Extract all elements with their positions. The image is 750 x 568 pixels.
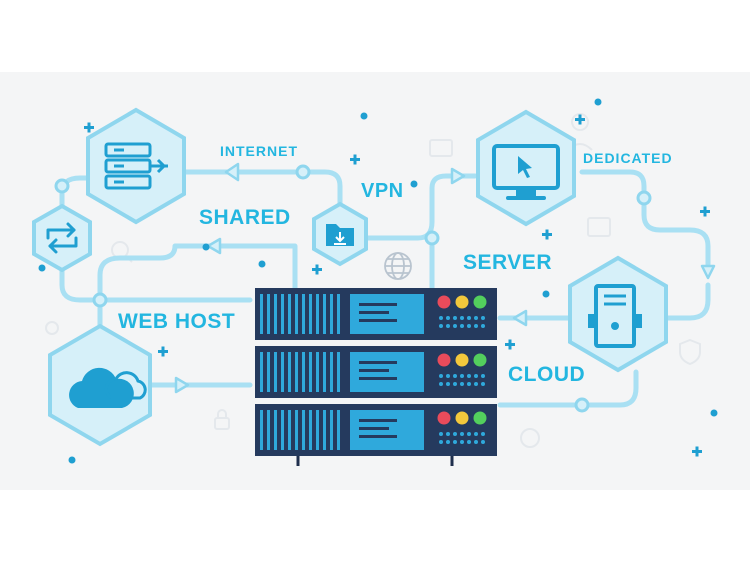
arrow-dedicated [450,167,466,185]
plus-mark [700,206,710,217]
rack-server [255,288,497,466]
node-vpn [424,230,440,246]
plus-mark [505,339,515,350]
hex-cloud [48,323,152,447]
line-nodes [54,164,652,413]
hex-tower [568,255,668,373]
faint-folder-icon [429,139,453,157]
cloud-icon [69,367,147,408]
arrow-tower [700,264,716,280]
plus-mark [575,114,585,125]
label-cloud: CLOUD [508,363,586,386]
label-shared: SHARED [199,206,291,229]
arrow-internet [224,162,240,182]
hex-sync [32,203,92,273]
node-internet [295,164,311,180]
plus-mark [692,446,702,457]
label-internet: INTERNET [220,143,298,159]
rack-unit [255,288,497,340]
line-dedicated [579,169,711,271]
plus-mark [542,229,552,240]
sparkles [38,98,718,464]
arrow-shared [206,237,222,255]
plus-mark [84,122,94,133]
rack-unit [255,346,497,398]
label-dedicated: DEDICATED [583,150,673,166]
line-shared [97,243,298,303]
line-sync-bottom [59,265,253,303]
label-vpn: VPN [361,180,404,202]
sync-arrows-icon [46,222,78,254]
line-cloud-right [497,369,639,408]
faint-bulb-icon [45,321,59,335]
plus-mark [312,264,322,275]
plus-mark [158,346,168,357]
arrow-rack [512,309,528,327]
node-cloud [574,397,590,413]
label-server: SERVER [463,251,552,274]
monitor-cursor-icon [492,144,560,200]
line-vpn-dedicated [357,173,478,241]
label-web-host: WEB HOST [118,310,236,333]
folder-download-icon [326,224,354,246]
arrow-cloud [174,376,190,394]
faint-gear-icon [520,428,540,448]
hex-dedicated [476,109,576,227]
faint-lock-icon [214,417,230,430]
line-tower-right [663,282,711,321]
faint-code-icon [587,217,611,237]
line-internet [177,169,343,208]
arrows [174,162,716,394]
node-dedicated [636,190,652,206]
node-webhost [92,292,108,308]
tower-server-icon [588,284,642,348]
faint-shield-icon [679,338,701,366]
hex-vpn [312,201,368,267]
plus-mark [350,154,360,165]
rack-unit [255,404,497,456]
node-sync [54,178,70,194]
globe-icon [384,252,412,280]
hex-server-stack [86,107,186,225]
server-stack-icon [104,142,168,190]
